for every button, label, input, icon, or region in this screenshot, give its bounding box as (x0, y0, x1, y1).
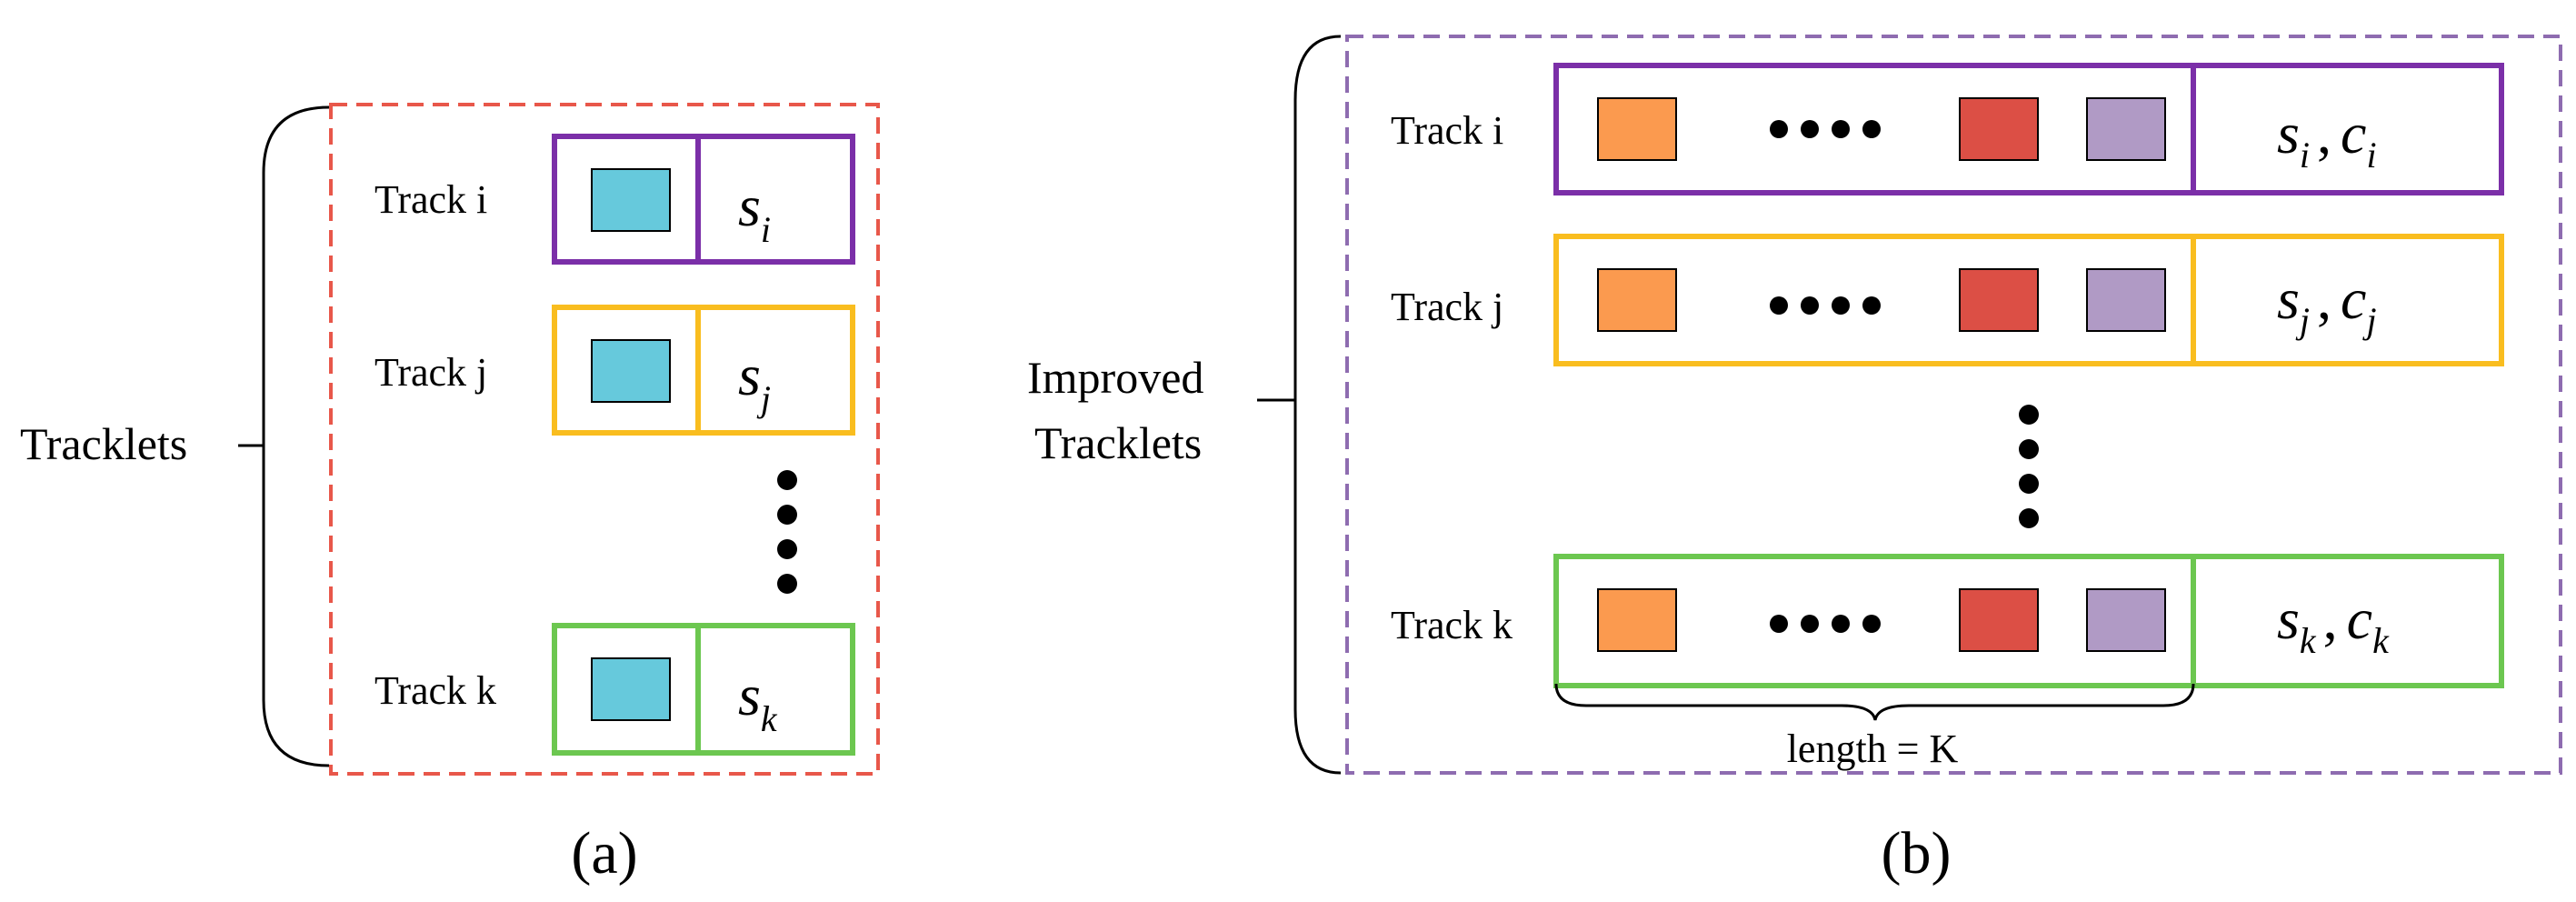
panel-a-track-j-state: sj (738, 343, 771, 419)
panel-b-track-k-box (1553, 554, 2504, 688)
panel-b-dot (1862, 296, 1881, 315)
panel-b-track-k-state-conf: sk,ck (2277, 586, 2390, 661)
panel-a-dot (777, 574, 797, 594)
panel-b-dot (1862, 120, 1881, 138)
panel-b-track-k-lilac-box (2086, 588, 2166, 652)
panel-b-dot (1832, 615, 1850, 633)
panel-a-track-j: Track j sj (374, 305, 855, 436)
panel-a-dot (777, 470, 797, 490)
panel-b-track-i-orange-box (1597, 97, 1677, 161)
panel-b-track-i-box (1553, 63, 2504, 195)
panel-b-dot (1770, 120, 1788, 138)
panel-b-dashed-frame (1345, 35, 2562, 775)
panel-b-track-k-red-box (1959, 588, 2039, 652)
panel-b-vdot (2019, 405, 2039, 425)
panel-a-dashed-frame (329, 103, 880, 776)
panel-b-track-k-label: Track k (1391, 603, 1513, 647)
panel-b-track-k-orange-box (1597, 588, 1677, 652)
panel-b-track-j-dots (1770, 296, 1881, 315)
panel-a-track-k-box (552, 623, 855, 756)
panel-a-track-k-label: Track k (374, 668, 496, 713)
panel-b: Improved Tracklets Track i si,ci Track j (1027, 35, 2562, 887)
panel-b-length-brace (1554, 683, 2195, 721)
panel-a-track-i-label: Track i (374, 177, 487, 222)
panel-a-track-k: Track k sk (374, 623, 855, 756)
panel-a-track-k-state: sk (738, 663, 778, 739)
panel-b-track-j-box (1553, 234, 2504, 366)
panel-b-ellipsis-dots (2019, 405, 2039, 528)
panel-a-track-i-box (552, 134, 855, 265)
panel-b-vdot (2019, 474, 2039, 494)
panel-b-track-i: Track i si,ci (1391, 63, 2504, 195)
panel-b-dot (1832, 120, 1850, 138)
panel-b-track-i-label: Track i (1391, 108, 1503, 153)
panel-a-track-i-state: si (738, 174, 771, 250)
panel-b-track-i-lilac-box (2086, 97, 2166, 161)
panel-b-vdot (2019, 439, 2039, 459)
panel-a-dot (777, 505, 797, 525)
panel-b-track-k-dots (1770, 615, 1881, 633)
panel-b-dot (1801, 615, 1819, 633)
panel-a-dot (777, 539, 797, 559)
panel-a-track-i: Track i si (374, 134, 855, 265)
panel-a-track-j-label: Track j (374, 350, 487, 395)
panel-b-track-k: Track k sk,ck (1391, 554, 2504, 688)
panel-b-vdot (2019, 508, 2039, 528)
panel-a-track-j-feature-box (591, 339, 671, 403)
panel-a: Tracklets Track i si Track j sj (20, 103, 880, 887)
panel-b-dot (1801, 296, 1819, 315)
panel-b-dot (1770, 296, 1788, 315)
panel-b-dot (1801, 120, 1819, 138)
panel-b-track-i-state-conf: si,ci (2277, 101, 2377, 175)
panel-a-caption: (a) (571, 820, 637, 887)
panel-a-track-j-box (552, 305, 855, 436)
panel-b-track-j-state-conf: sj,cj (2277, 266, 2377, 341)
panel-b-track-j-orange-box (1597, 268, 1677, 332)
panel-a-brace (262, 105, 330, 767)
panel-b-group-label-line1: Improved (1027, 352, 1203, 403)
panel-b-dot (1862, 615, 1881, 633)
panel-b-track-j-label: Track j (1391, 285, 1503, 329)
panel-b-track-i-dots (1770, 120, 1881, 138)
panel-a-ellipsis-dots (777, 470, 797, 594)
panel-b-track-j: Track j sj,cj (1391, 234, 2504, 366)
panel-b-group-label-line2: Tracklets (1034, 417, 1202, 468)
panel-b-dot (1832, 296, 1850, 315)
panel-a-track-i-feature-box (591, 168, 671, 232)
panel-b-length-label: length = K (1787, 727, 1959, 771)
panel-b-dot (1770, 615, 1788, 633)
panel-b-caption: (b) (1882, 820, 1952, 887)
panel-b-track-i-red-box (1959, 97, 2039, 161)
panel-b-track-j-lilac-box (2086, 268, 2166, 332)
panel-a-group-label: Tracklets (20, 418, 187, 469)
panel-b-brace (1293, 35, 1342, 775)
panel-a-track-k-feature-box (591, 657, 671, 721)
panel-b-track-j-red-box (1959, 268, 2039, 332)
